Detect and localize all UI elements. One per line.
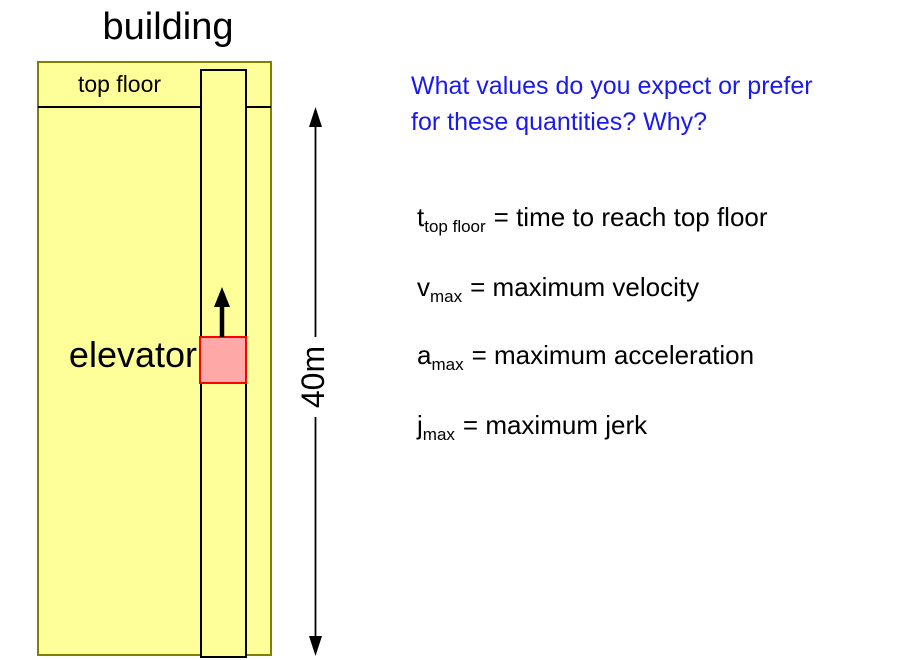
quantity-symbol: v xyxy=(417,272,430,302)
question-line-2: for these quantities? Why? xyxy=(411,108,707,136)
quantity-subscript: max xyxy=(430,287,463,307)
quantity-time-to-top: ttop floor = time to reach top floor xyxy=(417,202,887,235)
question-text: What values do you expect or prefer for … xyxy=(411,68,891,140)
quantity-symbol: t xyxy=(417,202,425,232)
quantity-subscript: top floor xyxy=(424,217,486,237)
height-dimension-label: 40m xyxy=(295,345,331,409)
quantity-symbol: j xyxy=(417,410,423,440)
elevator-label: elevator xyxy=(68,334,197,375)
page-title: building xyxy=(102,6,234,48)
question-line-1: What values do you expect or prefer xyxy=(411,72,813,100)
quantity-definition: = maximum jerk xyxy=(462,410,648,440)
quantity-definition: = maximum velocity xyxy=(470,272,700,302)
top-floor-divider-line xyxy=(38,106,271,108)
quantity-max-jerk: jmax = maximum jerk xyxy=(417,410,887,443)
quantity-max-acceleration: amax = maximum acceleration xyxy=(417,340,887,373)
quantity-subscript: max xyxy=(431,355,464,375)
quantity-max-velocity: vmax = maximum velocity xyxy=(417,272,887,305)
elevator-car xyxy=(199,336,247,384)
quantity-subscript: max xyxy=(422,425,455,445)
quantity-definition: = maximum acceleration xyxy=(471,340,755,370)
top-floor-label: top floor xyxy=(77,71,162,97)
quantity-symbol: a xyxy=(417,340,432,370)
quantity-definition: = time to reach top floor xyxy=(493,202,768,232)
